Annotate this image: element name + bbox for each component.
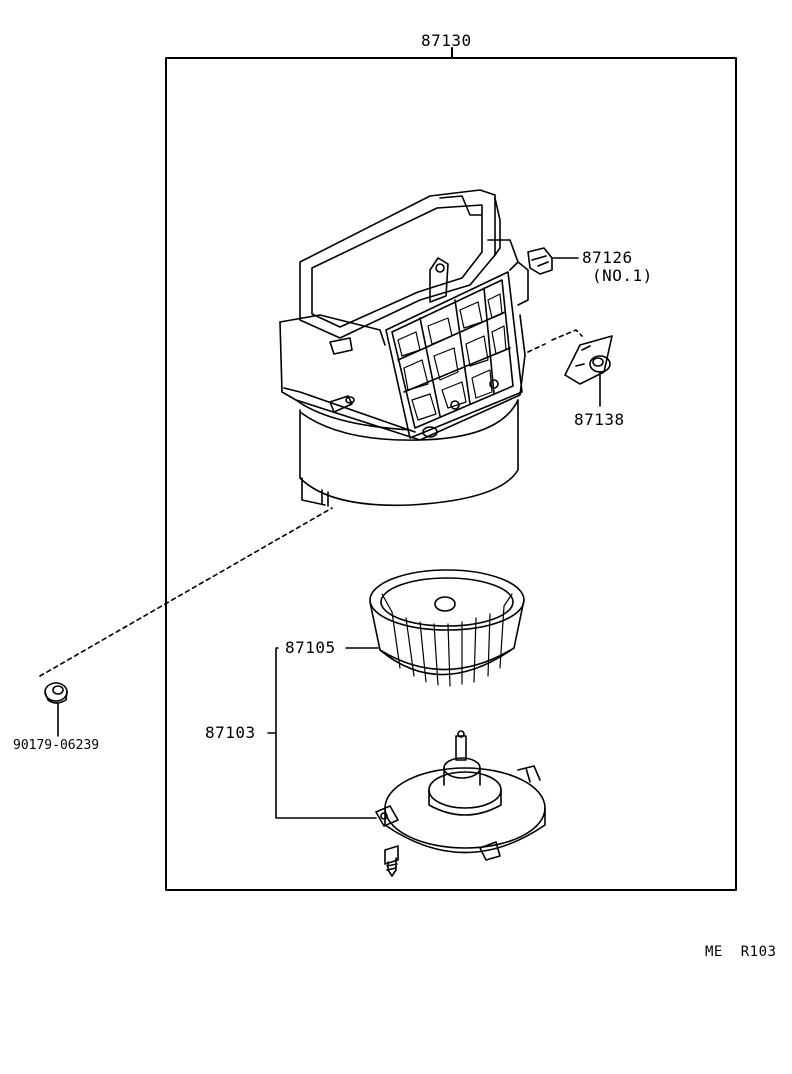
screw-drawing bbox=[384, 845, 399, 877]
motor-assy-part-number: 87103 bbox=[205, 723, 256, 742]
connector-part-note: (NO.1) bbox=[592, 266, 653, 285]
nut-dashed-leader bbox=[39, 507, 333, 677]
assembly-frame bbox=[165, 47, 737, 891]
blower-housing-drawing bbox=[279, 189, 529, 507]
resistor-drawing bbox=[527, 329, 613, 407]
nut-drawing bbox=[44, 682, 68, 737]
nut-part-number: 90179-06239 bbox=[13, 738, 100, 753]
page-code: ME R103 bbox=[705, 944, 777, 960]
assembly-part-number: 87130 bbox=[421, 31, 472, 50]
fan-drawing bbox=[369, 569, 525, 687]
motor-drawing bbox=[375, 730, 546, 861]
leader-lines bbox=[267, 647, 379, 819]
connector-part-number: 87126 bbox=[582, 248, 633, 267]
resistor-part-number: 87138 bbox=[574, 410, 625, 429]
fan-part-number: 87105 bbox=[285, 638, 336, 657]
connector-drawing bbox=[527, 247, 579, 275]
